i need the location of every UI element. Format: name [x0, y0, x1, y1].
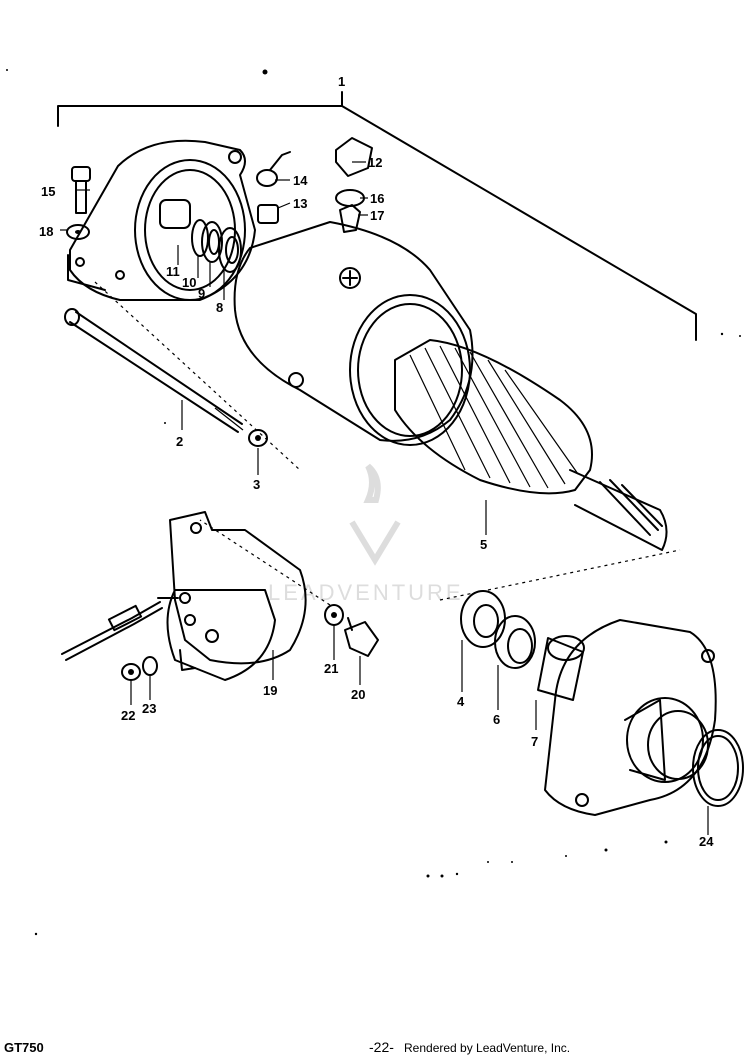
- assembly-bracket: [57, 91, 697, 341]
- brush-13: [257, 204, 279, 224]
- callout-12: 12: [368, 155, 382, 170]
- washer-4: [460, 590, 506, 648]
- callout-19: 19: [263, 683, 277, 698]
- washer-18: [66, 224, 90, 240]
- callout-5: 5: [480, 537, 487, 552]
- callout-1: 1: [338, 74, 345, 89]
- callout-2: 2: [176, 434, 183, 449]
- callout-24: 24: [699, 834, 714, 849]
- callout-13: 13: [293, 196, 307, 211]
- brush-12: [335, 137, 373, 177]
- callout-23: 23: [142, 701, 156, 716]
- callout-9: 9: [198, 286, 205, 301]
- callout-20: 20: [351, 687, 365, 702]
- callout-6: 6: [493, 712, 500, 727]
- callout-21: 21: [324, 661, 338, 676]
- o-ring-24: [692, 729, 744, 807]
- page-number: -22-: [369, 1039, 394, 1055]
- terminal-16: [335, 189, 365, 207]
- yoke: [233, 221, 474, 446]
- bolt-20: [344, 617, 379, 657]
- callout-17: 17: [370, 208, 384, 223]
- callout-15: 15: [41, 184, 55, 199]
- rear-cover-19: [157, 511, 307, 681]
- lead-wire: [61, 601, 163, 661]
- leader-lines: [60, 161, 709, 835]
- nut-22: [121, 663, 141, 681]
- terminal-17: [339, 204, 361, 233]
- model-code: GT750: [4, 1040, 44, 1055]
- brush-14: [256, 151, 291, 187]
- callout-18: 18: [39, 224, 53, 239]
- watermark-logo: LEADVENTURE: [268, 463, 464, 605]
- bearing-6: [494, 615, 536, 669]
- bolt-15: [71, 166, 91, 214]
- callout-11: 11: [166, 264, 180, 279]
- washer-23: [142, 656, 158, 676]
- callout-3: 3: [253, 477, 260, 492]
- armature: [394, 339, 668, 551]
- callout-4: 4: [457, 694, 465, 709]
- callout-7: 7: [531, 734, 538, 749]
- front-housing: [544, 619, 717, 816]
- render-credit: Rendered by LeadVenture, Inc.: [404, 1041, 571, 1055]
- through-bolt: [64, 308, 244, 433]
- watermark-text: LEADVENTURE: [268, 580, 464, 605]
- washer-3: [248, 429, 268, 447]
- callout-16: 16: [370, 191, 384, 206]
- scan-specks: [6, 69, 741, 936]
- callout-8: 8: [216, 300, 223, 315]
- callout-labels: 1 2 3 4 5 6 7 8 9 10 11 12 13 14 15 16 1…: [39, 74, 714, 849]
- callout-14: 14: [293, 173, 308, 188]
- callout-10: 10: [182, 275, 196, 290]
- callout-22: 22: [121, 708, 135, 723]
- guide-lines: [94, 281, 681, 606]
- washer-21: [324, 604, 344, 626]
- end-housing: [67, 139, 256, 301]
- shaft-washers: [159, 199, 242, 273]
